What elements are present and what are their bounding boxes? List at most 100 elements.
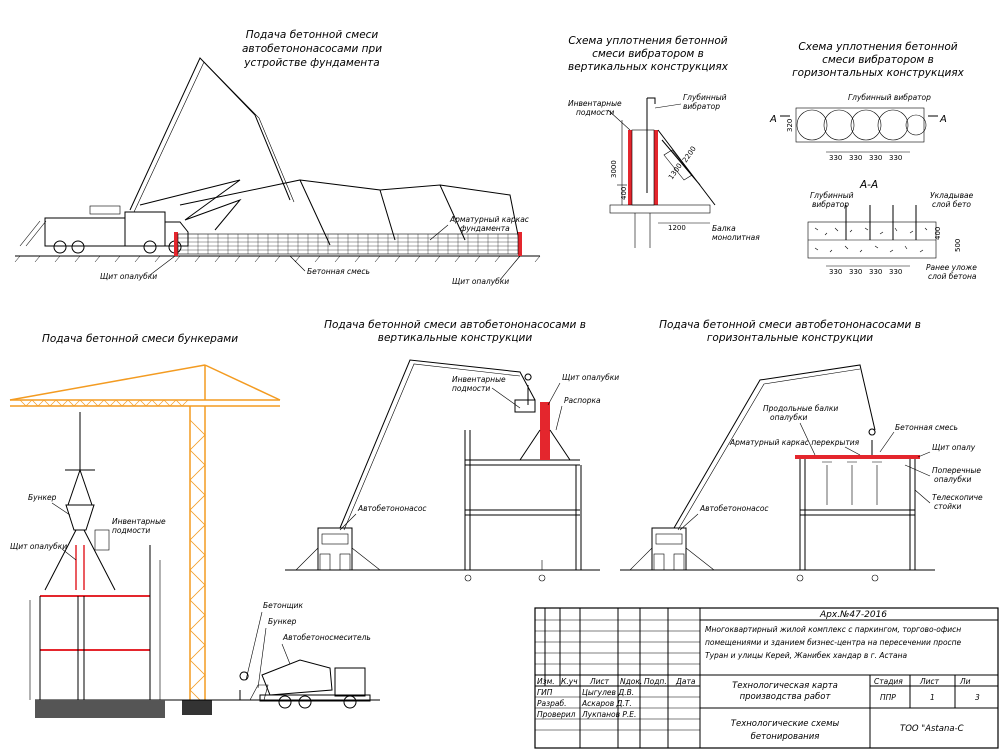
dim-spacing-1: 330 xyxy=(829,154,842,162)
horiz-vib-title-2: смеси вибратором в xyxy=(822,54,934,66)
dim-layer: 400 xyxy=(934,227,942,240)
vpump-building-frame xyxy=(464,430,582,582)
pump-boom-icon xyxy=(129,57,291,211)
formwork-left xyxy=(174,232,178,256)
name-proveril: Лукпанов Р.Е. xyxy=(581,710,636,719)
bucket-supply-section: Подача бетонной смеси бункерами xyxy=(9,333,380,718)
col-podp: Подп. xyxy=(644,677,667,686)
document-title-2: производства работ xyxy=(740,692,832,702)
tower-crane-icon xyxy=(9,364,281,706)
horiz-vib-title-3: горизонтальных конструкциях xyxy=(792,67,964,79)
horiz-vib-title-1: Схема уплотнения бетонной xyxy=(798,41,957,53)
foundation-block xyxy=(35,700,165,718)
hpump-worker-icon xyxy=(868,428,876,455)
label-hp-cross-beams: Поперечные xyxy=(932,466,981,475)
vert-formwork-left xyxy=(628,130,632,205)
foundation-pump-title-1: Подача бетонной смеси xyxy=(246,29,379,41)
label-hp-pump: Автобетононасос xyxy=(699,504,769,513)
vertical-pump-section: Подача бетонной смеси автобетононасосами… xyxy=(285,319,619,582)
hpump-title-1: Подача бетонной смеси автобетононасосами… xyxy=(659,319,921,331)
doc-code: Арх.№47-2016 xyxy=(819,610,887,620)
project-line-3: Туран и улицы Керей, Жанибек хандар в г.… xyxy=(705,651,908,660)
sheet-title-2: бетонирования xyxy=(751,732,820,742)
label-scaffold-2: подмости xyxy=(576,108,614,117)
vpump-worker-icon xyxy=(524,373,532,405)
vpump-title-1: Подача бетонной смеси автобетононасосами… xyxy=(324,319,586,331)
sheet-title-1: Технологические схемы xyxy=(731,719,840,729)
dim-h-height: 320 xyxy=(786,119,794,132)
horizontal-vibration-section: Схема уплотнения бетонной смеси вибратор… xyxy=(769,41,977,281)
foundation-rebar-cage xyxy=(177,233,519,255)
label-concrete-mix: Бетонная смесь xyxy=(307,267,370,276)
dim-aa-spacing-2: 330 xyxy=(849,268,862,276)
label-rebar-cage-2: фундамента xyxy=(460,224,510,233)
foundation-pump-title-2: автобетононасосами при xyxy=(242,43,382,55)
vpump-boom-icon xyxy=(339,359,536,529)
dim-height-total: 3000 xyxy=(610,160,618,178)
label-vp-formwork: Щит опалубки xyxy=(562,373,619,382)
project-line-2: помещениями и зданием бизнес-центра на п… xyxy=(705,638,962,647)
concrete-hatch xyxy=(814,227,928,253)
col-izm: Изм. xyxy=(537,677,555,686)
role-razrab: Разраб. xyxy=(537,699,566,708)
label-hp-telescopic: Телескопиче xyxy=(932,493,983,502)
foundation-pump-title-3: устройстве фундамента xyxy=(243,57,379,69)
label-b-formwork: Щит опалубки xyxy=(10,542,67,551)
label-b-scaffold: Инвентарные xyxy=(112,517,166,526)
vertical-vibrator-icon xyxy=(646,97,656,193)
label-deep-vibrator: Глубинный xyxy=(683,93,727,102)
dim-total: 500 xyxy=(954,239,962,252)
col-kuch: К.уч xyxy=(561,677,578,686)
vert-vib-title-1: Схема уплотнения бетонной xyxy=(568,35,727,47)
label-mixer: Автобетоносмеситель xyxy=(282,633,371,642)
dim-spacing-3: 330 xyxy=(869,154,882,162)
bucket-icon xyxy=(65,504,95,531)
label-laid-layer: Укладывае xyxy=(930,191,974,200)
stage-value: ППР xyxy=(880,693,896,702)
ground-hatch xyxy=(14,255,541,263)
dim-aa-spacing-4: 330 xyxy=(889,268,902,276)
sheet-header: Лист xyxy=(919,677,940,686)
dim-aa-spacing-3: 330 xyxy=(869,268,882,276)
dim-base: 1200 xyxy=(668,224,686,232)
vpump-truck-icon xyxy=(295,527,381,571)
hpump-boom-icon xyxy=(673,364,876,529)
label-rebar-cage: Арматурный каркас xyxy=(449,215,530,224)
vert-formwork-right xyxy=(654,130,658,205)
label-prev-layer: Ранее уложе xyxy=(926,263,977,272)
vpump-title-2: вертикальные конструкции xyxy=(378,332,533,344)
horizontal-pump-section: Подача бетонной смеси автобетононасосами… xyxy=(620,319,983,582)
role-proveril: Проверил xyxy=(537,710,576,719)
sheets-header: Ли xyxy=(959,677,971,686)
col-data: Дата xyxy=(675,677,696,686)
hpump-building-frame xyxy=(795,455,920,582)
name-razrab: Аскаров Д.Т. xyxy=(581,699,632,708)
role-gip: ГИП xyxy=(537,688,553,697)
hpump-slab-formwork xyxy=(795,455,920,459)
dim-height-step: 400 xyxy=(620,187,628,200)
label-hp-cross-beams-2: опалубки xyxy=(934,475,971,484)
col-list: Лист xyxy=(589,677,610,686)
vert-vib-title-3: вертикальных конструкциях xyxy=(568,61,729,73)
vpump-formwork xyxy=(540,402,550,460)
section-mark-right: А xyxy=(939,114,947,125)
vertical-vibration-section: Схема уплотнения бетонной смеси вибратор… xyxy=(568,35,760,248)
hpump-title-2: горизонтальные конструкции xyxy=(707,332,873,344)
concrete-pump-truck-icon xyxy=(19,205,189,254)
foundation-pump-section: Подача бетонной смеси автобетононасосами… xyxy=(14,29,541,286)
label-scaffold: Инвентарные xyxy=(568,99,622,108)
label-deep-vibrator-2: вибратор xyxy=(683,102,720,111)
dim-spacing-2: 330 xyxy=(849,154,862,162)
name-gip: Цыгулев Д.В. xyxy=(582,688,634,697)
bucket-title: Подача бетонной смеси бункерами xyxy=(42,333,238,345)
vert-vib-title-2: смеси вибратором в xyxy=(592,48,704,60)
label-beam-2: монолитная xyxy=(712,233,760,242)
label-beam: Балка xyxy=(712,224,736,233)
col-ndok: Nдок. xyxy=(620,677,642,686)
sheet-value: 1 xyxy=(930,693,935,702)
formwork-right xyxy=(518,232,522,256)
sheets-value: 3 xyxy=(975,693,980,702)
label-formwork-right: Щит опалубки xyxy=(452,277,509,286)
label-hp-telescopic-2: стойки xyxy=(934,502,961,511)
section-mark-left: А xyxy=(769,114,777,125)
